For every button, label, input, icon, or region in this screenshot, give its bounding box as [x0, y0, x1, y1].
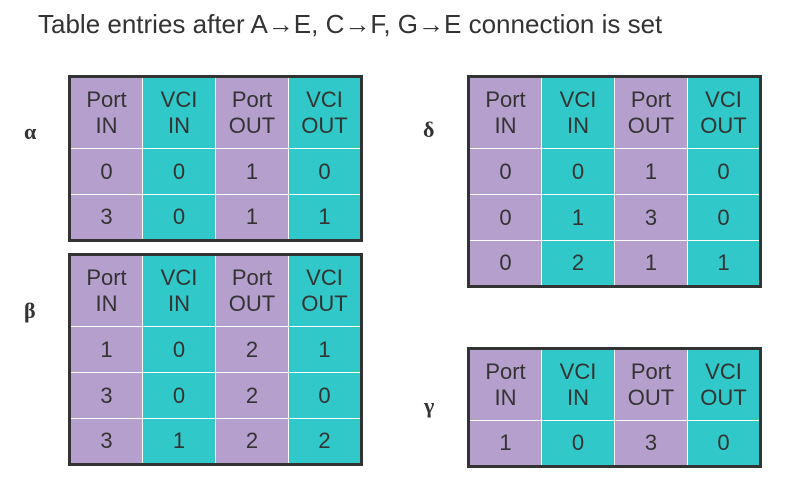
cell-vci-out: 0: [687, 148, 761, 195]
cell-vci-in: 0: [142, 326, 216, 373]
cell-port-in: 3: [69, 418, 143, 465]
cell-vci-out: 0: [288, 148, 362, 195]
cell-vci-out: 1: [687, 240, 761, 287]
cell-vci-in: 0: [142, 194, 216, 241]
cell-port-in: 0: [468, 194, 542, 241]
cell-port-out: 3: [614, 194, 688, 241]
cell-port-out: 1: [614, 240, 688, 287]
switch-label-alpha: α: [24, 119, 37, 144]
table-row: 3 1 2 2: [69, 418, 362, 465]
switch-label-delta: δ: [423, 117, 435, 142]
cell-vci-out: 1: [288, 194, 362, 241]
cell-port-out: 1: [614, 148, 688, 195]
cell-vci-in: 2: [541, 240, 615, 287]
table-row: 0 0 1 0: [468, 148, 761, 195]
cell-vci-out: 1: [288, 326, 362, 373]
cell-port-in: 1: [69, 326, 143, 373]
cell-port-in: 1: [468, 420, 542, 467]
cell-vci-in: 0: [541, 420, 615, 467]
cell-vci-in: 1: [541, 194, 615, 241]
cell-vci-out: 0: [687, 420, 761, 467]
cell-port-in: 0: [69, 148, 143, 195]
cell-port-out: 1: [215, 194, 289, 241]
cell-port-in: 0: [468, 240, 542, 287]
cell-vci-in: 0: [541, 148, 615, 195]
cell-vci-in: 0: [142, 372, 216, 419]
page-title: Table entries after A→E, C→F, G→E connec…: [38, 9, 663, 39]
table-row: 3 0 1 1: [69, 194, 362, 241]
cell-port-in: 3: [69, 194, 143, 241]
cell-port-in: 3: [69, 372, 143, 419]
cell-port-out: 1: [215, 148, 289, 195]
cell-vci-out: 0: [288, 372, 362, 419]
table-row: 0 1 3 0: [468, 194, 761, 241]
cell-port-out: 2: [215, 372, 289, 419]
cell-port-out: 2: [215, 418, 289, 465]
cell-vci-in: 1: [142, 418, 216, 465]
cell-port-out: 3: [614, 420, 688, 467]
cell-vci-in: 0: [142, 148, 216, 195]
cell-vci-out: 0: [687, 194, 761, 241]
table-row: 1 0 3 0: [468, 420, 761, 467]
cell-port-out: 2: [215, 326, 289, 373]
table-row: 1 0 2 1: [69, 326, 362, 373]
cell-port-in: 0: [468, 148, 542, 195]
cell-vci-out: 2: [288, 418, 362, 465]
switch-label-beta: β: [24, 298, 36, 323]
table-row: 0 2 1 1: [468, 240, 761, 287]
table-row: 3 0 2 0: [69, 372, 362, 419]
table-row: 0 0 1 0: [69, 148, 362, 195]
switch-label-gamma: γ: [424, 393, 435, 418]
